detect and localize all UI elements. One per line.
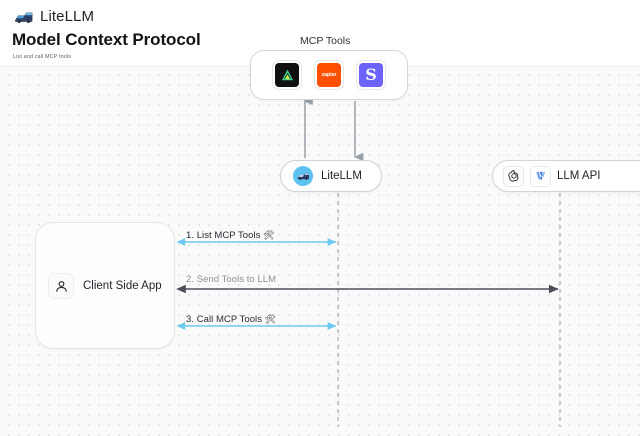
edge-label-step-1-text: 1. List MCP Tools [186,230,261,241]
edge-label-step-3: 3. Call MCP Tools 🛠 [186,314,276,325]
tools-emoji-icon: 🛠 [263,230,275,240]
tools-emoji-icon-2: 🛠 [264,314,277,324]
client-side-app-label: Client Side App [83,280,162,292]
brand: LiteLLM [14,8,94,25]
node-litellm-label: LiteLLM [321,170,362,182]
slack-s-icon: S [359,63,383,87]
page-subtitle: List and call MCP tools [13,54,72,60]
slack-letter: S [365,65,377,84]
mcp-tools-label: MCP Tools [300,35,351,47]
zapier-wordmark: zapier [321,72,337,78]
brand-name: LiteLLM [40,8,95,25]
edge-label-step-2-text: 2. Send Tools to LLM [186,274,277,285]
supabase-icon [275,63,299,87]
litellm-avatar-icon [293,166,313,186]
node-client-side-app[interactable]: Client Side App [35,222,175,349]
vertex-ai-icon [530,165,551,187]
user-icon [48,273,74,299]
zapier-icon: zapier [317,63,341,87]
mcp-tools-group[interactable]: zapier S [250,50,408,100]
edge-label-step-3-text: 3. Call MCP Tools [186,314,263,325]
edge-label-step-2: 2. Send Tools to LLM [186,274,276,285]
mcp-tool-zapier[interactable]: zapier [314,60,344,90]
mcp-tool-slack[interactable]: S [356,60,386,90]
client-side-app-content: Client Side App [48,273,162,299]
litellm-truck-logo-icon [15,12,33,23]
node-llm-api[interactable]: LLM API [492,160,640,192]
node-llm-api-label: LLM API [557,170,601,182]
edge-label-step-1: 1. List MCP Tools 🛠 [186,230,275,241]
openai-icon [503,165,524,187]
page-title: Model Context Protocol [12,30,201,49]
node-litellm[interactable]: LiteLLM [280,160,382,192]
mcp-tool-supabase[interactable] [272,60,302,90]
